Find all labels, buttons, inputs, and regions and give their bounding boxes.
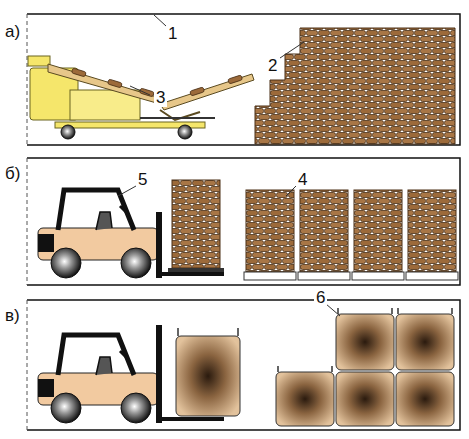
callout-number: 6 <box>314 288 327 307</box>
frame-dashed <box>27 14 28 145</box>
label-holder: 4 <box>296 170 309 189</box>
label-holder: 1 <box>166 24 179 43</box>
pallet-load <box>172 180 220 268</box>
warehouse-frame <box>27 300 460 430</box>
big-bags <box>176 308 454 426</box>
label-holder: б) <box>3 164 22 183</box>
mast <box>156 325 162 365</box>
warehouse-frame <box>27 158 460 285</box>
panel-letter: в) <box>3 306 22 325</box>
label-holder: 5 <box>136 170 149 189</box>
frame-dashed <box>27 158 28 285</box>
warehouse-frame <box>27 14 460 145</box>
leader-lines <box>118 15 340 316</box>
callout-number: 4 <box>296 170 309 189</box>
bag-loader <box>28 56 254 139</box>
label-holder: а) <box>3 22 22 41</box>
bag-stack <box>255 28 455 144</box>
pallet <box>168 268 224 272</box>
callout-number: 5 <box>136 170 149 189</box>
panel-letter: б) <box>3 164 22 183</box>
label-holder: 3 <box>154 88 167 107</box>
label-holder: в) <box>3 306 22 325</box>
palletised-stacks <box>244 190 458 280</box>
label-holder: 2 <box>266 56 279 75</box>
frame-dashed <box>27 300 28 430</box>
label-holder: 6 <box>314 288 327 307</box>
panel-letter: а) <box>3 22 22 41</box>
callout-number: 1 <box>166 24 179 43</box>
callout-number: 2 <box>266 56 279 75</box>
callout-number: 3 <box>154 88 167 107</box>
